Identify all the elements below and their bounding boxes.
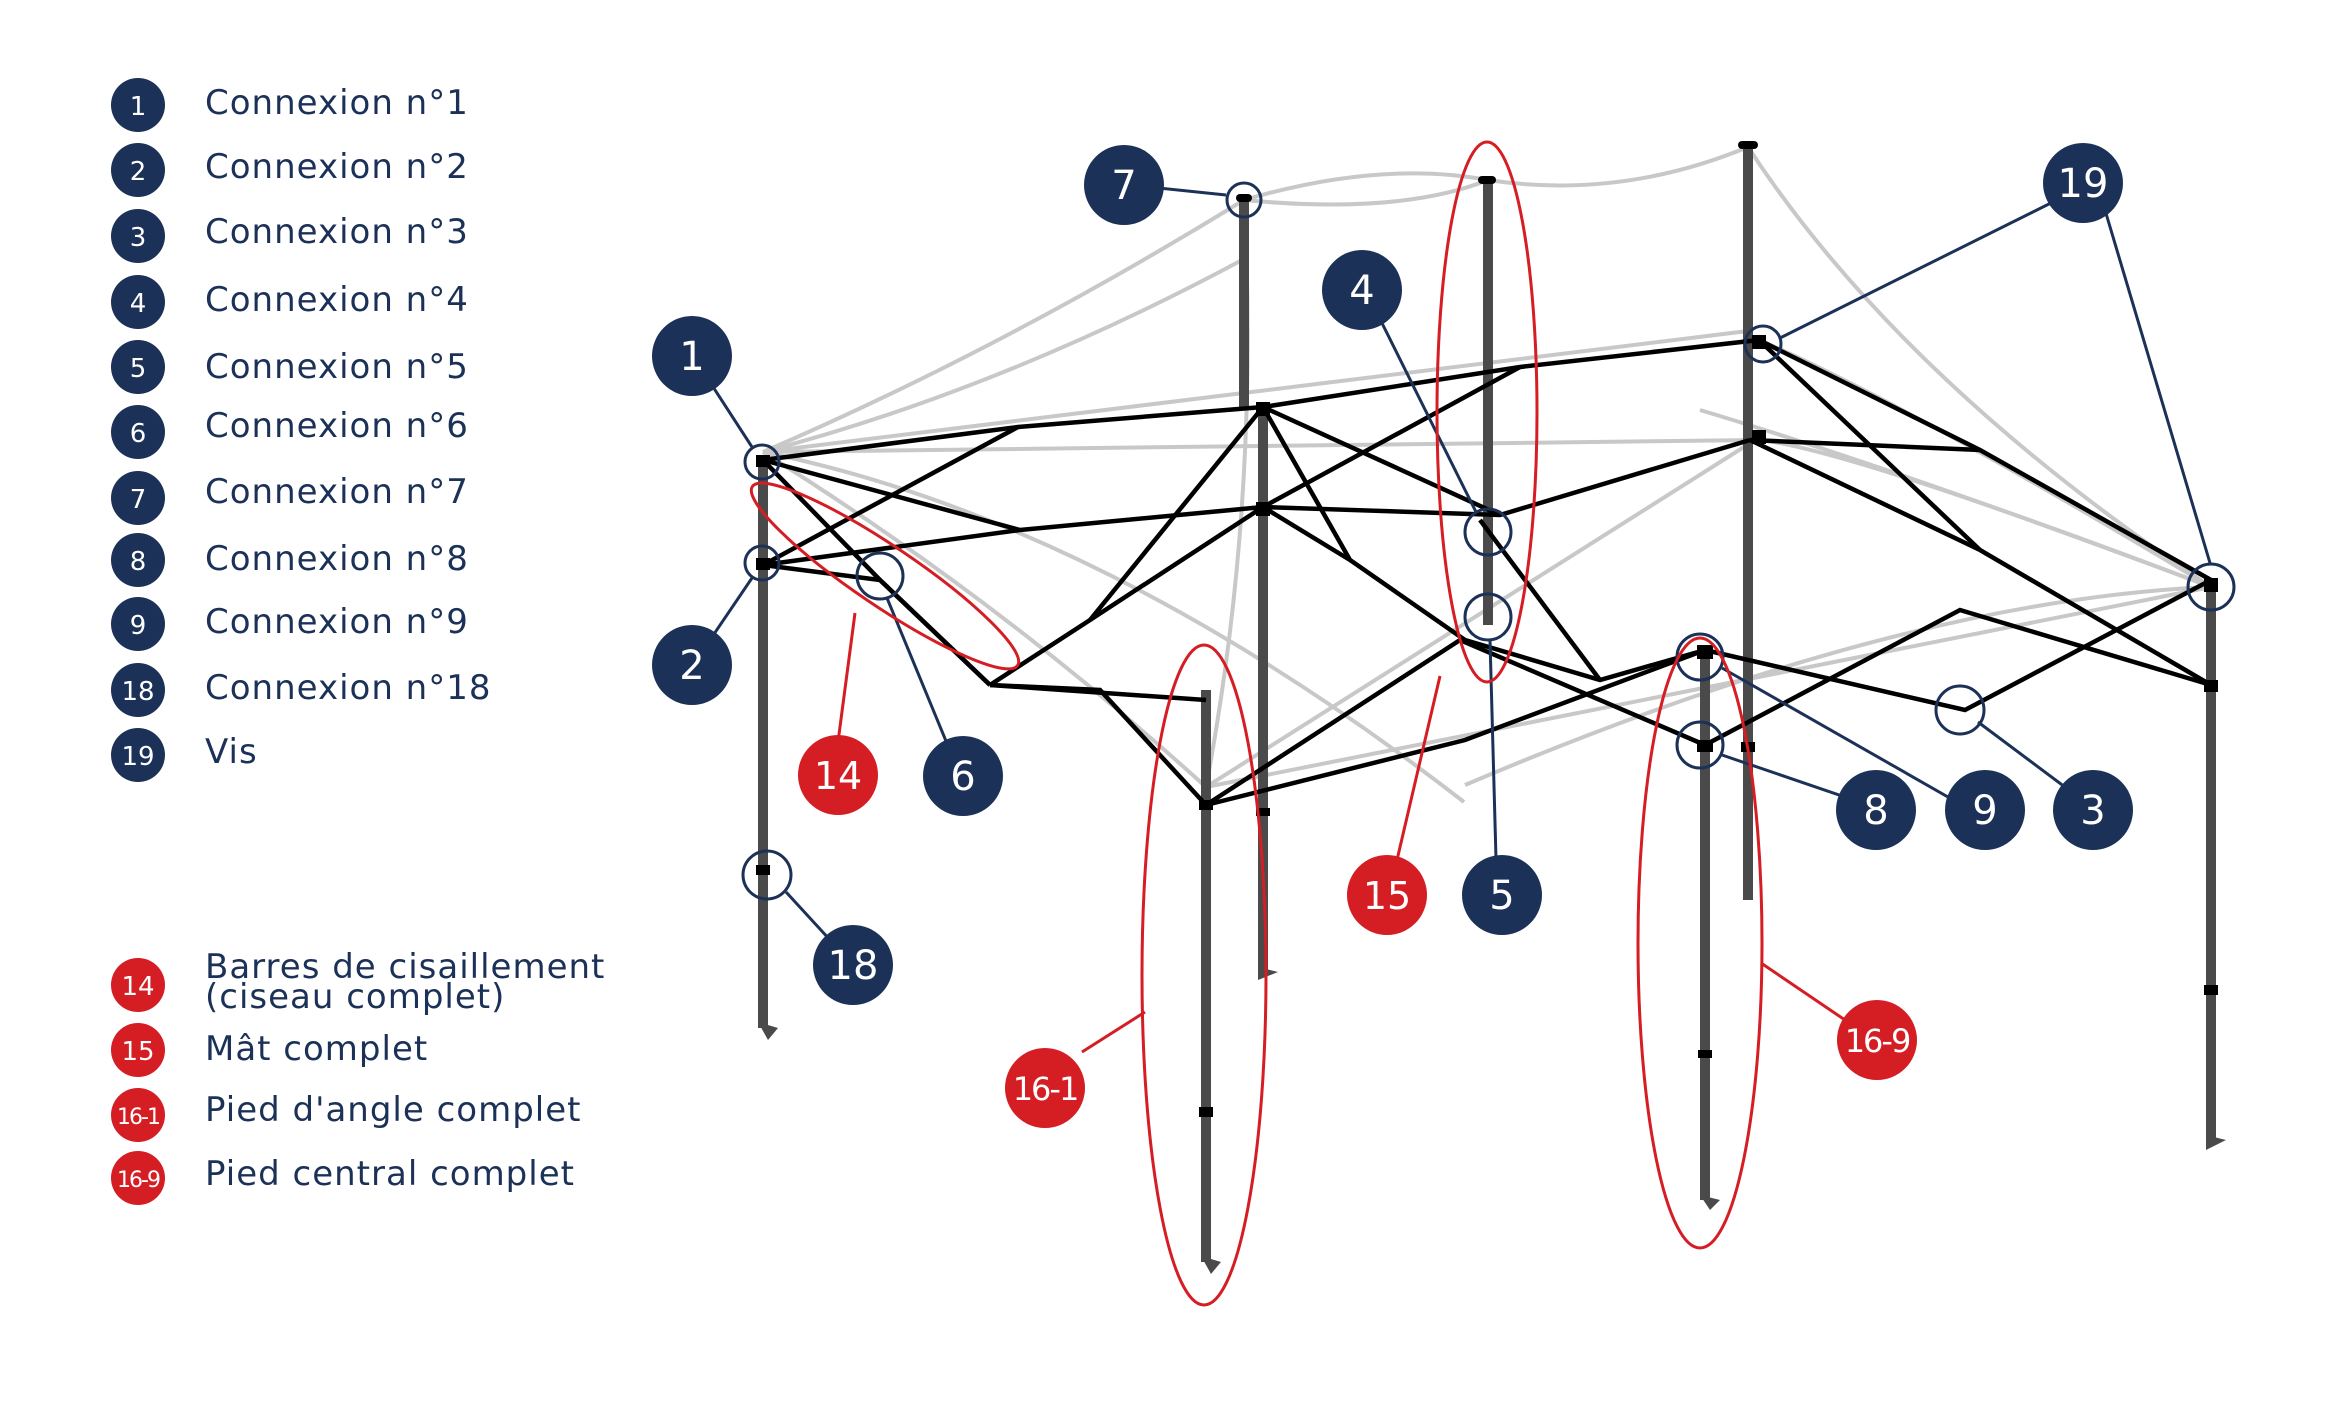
scissor-frame xyxy=(761,337,2213,808)
callout-6-label: 6 xyxy=(950,754,975,800)
legend-label-5: Connexion n°5 xyxy=(205,347,469,387)
legend-item-19: 19 Vis xyxy=(111,728,258,782)
callout-16-1: 16-1 xyxy=(1005,1048,1085,1128)
callout-6: 6 xyxy=(923,736,1003,816)
legend-assemblies: 14 Barres de cisaillement (ciseau comple… xyxy=(111,947,605,1205)
legend-badge-5: 5 xyxy=(130,354,147,384)
callout-8: 8 xyxy=(1836,770,1916,850)
callout-15: 15 xyxy=(1347,855,1427,935)
callout-9-label: 9 xyxy=(1972,788,1997,834)
legend-item-4: 4 Connexion n°4 xyxy=(111,275,469,329)
legend-item-3: 3 Connexion n°3 xyxy=(111,209,469,263)
assembly-markers xyxy=(749,140,1846,1307)
callout-9: 9 xyxy=(1945,770,2025,850)
legend-label-16-9: Pied central complet xyxy=(205,1154,575,1194)
legend-item-16-1: 16-1 Pied d'angle complet xyxy=(111,1088,581,1142)
legend-badge-16-1: 16-1 xyxy=(117,1105,159,1130)
callout-16-9-label: 16-9 xyxy=(1845,1022,1910,1060)
legend-badge-7: 7 xyxy=(130,485,147,515)
legend-badge-3: 3 xyxy=(130,223,147,253)
legend-item-7: 7 Connexion n°7 xyxy=(111,471,469,525)
callout-16-1-label: 16-1 xyxy=(1013,1070,1078,1108)
callout-16-9: 16-9 xyxy=(1837,1000,1917,1080)
callout-3-label: 3 xyxy=(2080,788,2105,834)
legend-label-1: Connexion n°1 xyxy=(205,83,469,123)
legend-label-15: Mât complet xyxy=(205,1029,428,1069)
legend-label-7: Connexion n°7 xyxy=(205,472,469,512)
legend-item-9: 9 Connexion n°9 xyxy=(111,597,469,651)
callout-7-label: 7 xyxy=(1111,163,1136,209)
legend-badge-18: 18 xyxy=(121,677,154,707)
legend-label-8: Connexion n°8 xyxy=(205,539,469,579)
leg-feet xyxy=(758,967,2226,1274)
legend-label-2: Connexion n°2 xyxy=(205,147,469,187)
legend-badge-16-9: 16-9 xyxy=(117,1168,160,1193)
legend-label-16-1: Pied d'angle complet xyxy=(205,1090,581,1130)
callout-14: 14 xyxy=(798,735,878,815)
callout-1: 1 xyxy=(652,316,732,396)
legend-item-2: 2 Connexion n°2 xyxy=(111,143,469,197)
callout-19-label: 19 xyxy=(2058,161,2109,207)
legend-badge-2: 2 xyxy=(130,157,147,187)
legend-label-18: Connexion n°18 xyxy=(205,668,492,708)
legs xyxy=(758,147,2216,1262)
callout-8-label: 8 xyxy=(1863,788,1888,834)
callout-18-label: 18 xyxy=(828,943,879,989)
legend-label-9: Connexion n°9 xyxy=(205,602,469,642)
legend-item-1: 1 Connexion n°1 xyxy=(111,78,469,132)
callout-2-label: 2 xyxy=(679,643,704,689)
legend-item-5: 5 Connexion n°5 xyxy=(111,340,469,394)
callout-3: 3 xyxy=(2053,770,2133,850)
callout-19: 19 xyxy=(2043,143,2123,223)
legend-item-6: 6 Connexion n°6 xyxy=(111,405,469,459)
legend-badge-8: 8 xyxy=(130,547,147,577)
legend-label-19: Vis xyxy=(205,732,258,772)
callout-7: 7 xyxy=(1084,145,1164,225)
callout-4-label: 4 xyxy=(1349,268,1374,314)
callout-5-label: 5 xyxy=(1489,873,1514,919)
legend-badge-14: 14 xyxy=(121,972,154,1002)
legend-badge-4: 4 xyxy=(130,289,147,319)
legend-item-8: 8 Connexion n°8 xyxy=(111,533,469,587)
callout-18: 18 xyxy=(813,925,893,1005)
callout-1-label: 1 xyxy=(679,334,704,380)
legend-badge-9: 9 xyxy=(130,611,147,641)
callout-14-label: 14 xyxy=(814,754,862,798)
legend-item-14: 14 Barres de cisaillement (ciseau comple… xyxy=(111,947,605,1017)
legend-label-4: Connexion n°4 xyxy=(205,280,469,320)
connector-blocks xyxy=(756,141,2218,1117)
legend-badge-1: 1 xyxy=(130,92,147,122)
legend-label-14-line1: Barres de cisaillement xyxy=(205,947,605,987)
callout-5: 5 xyxy=(1462,855,1542,935)
legend-badge-15: 15 xyxy=(121,1037,154,1067)
callout-2: 2 xyxy=(652,625,732,705)
legend-item-18: 18 Connexion n°18 xyxy=(111,663,492,717)
legend-label-3: Connexion n°3 xyxy=(205,212,469,252)
legend-label-6: Connexion n°6 xyxy=(205,406,469,446)
legend-badge-6: 6 xyxy=(130,419,147,449)
connection-markers xyxy=(691,181,2236,967)
legend-item-15: 15 Mât complet xyxy=(111,1023,428,1077)
legend-item-16-9: 16-9 Pied central complet xyxy=(111,1151,575,1205)
callout-4: 4 xyxy=(1322,250,1402,330)
legend-badge-19: 19 xyxy=(121,742,154,772)
callout-15-label: 15 xyxy=(1363,874,1411,918)
legend-label-14-line2: (ciseau complet) xyxy=(205,977,505,1017)
legend-connections: 1 Connexion n°1 2 Connexion n°2 3 Connex… xyxy=(111,78,492,782)
